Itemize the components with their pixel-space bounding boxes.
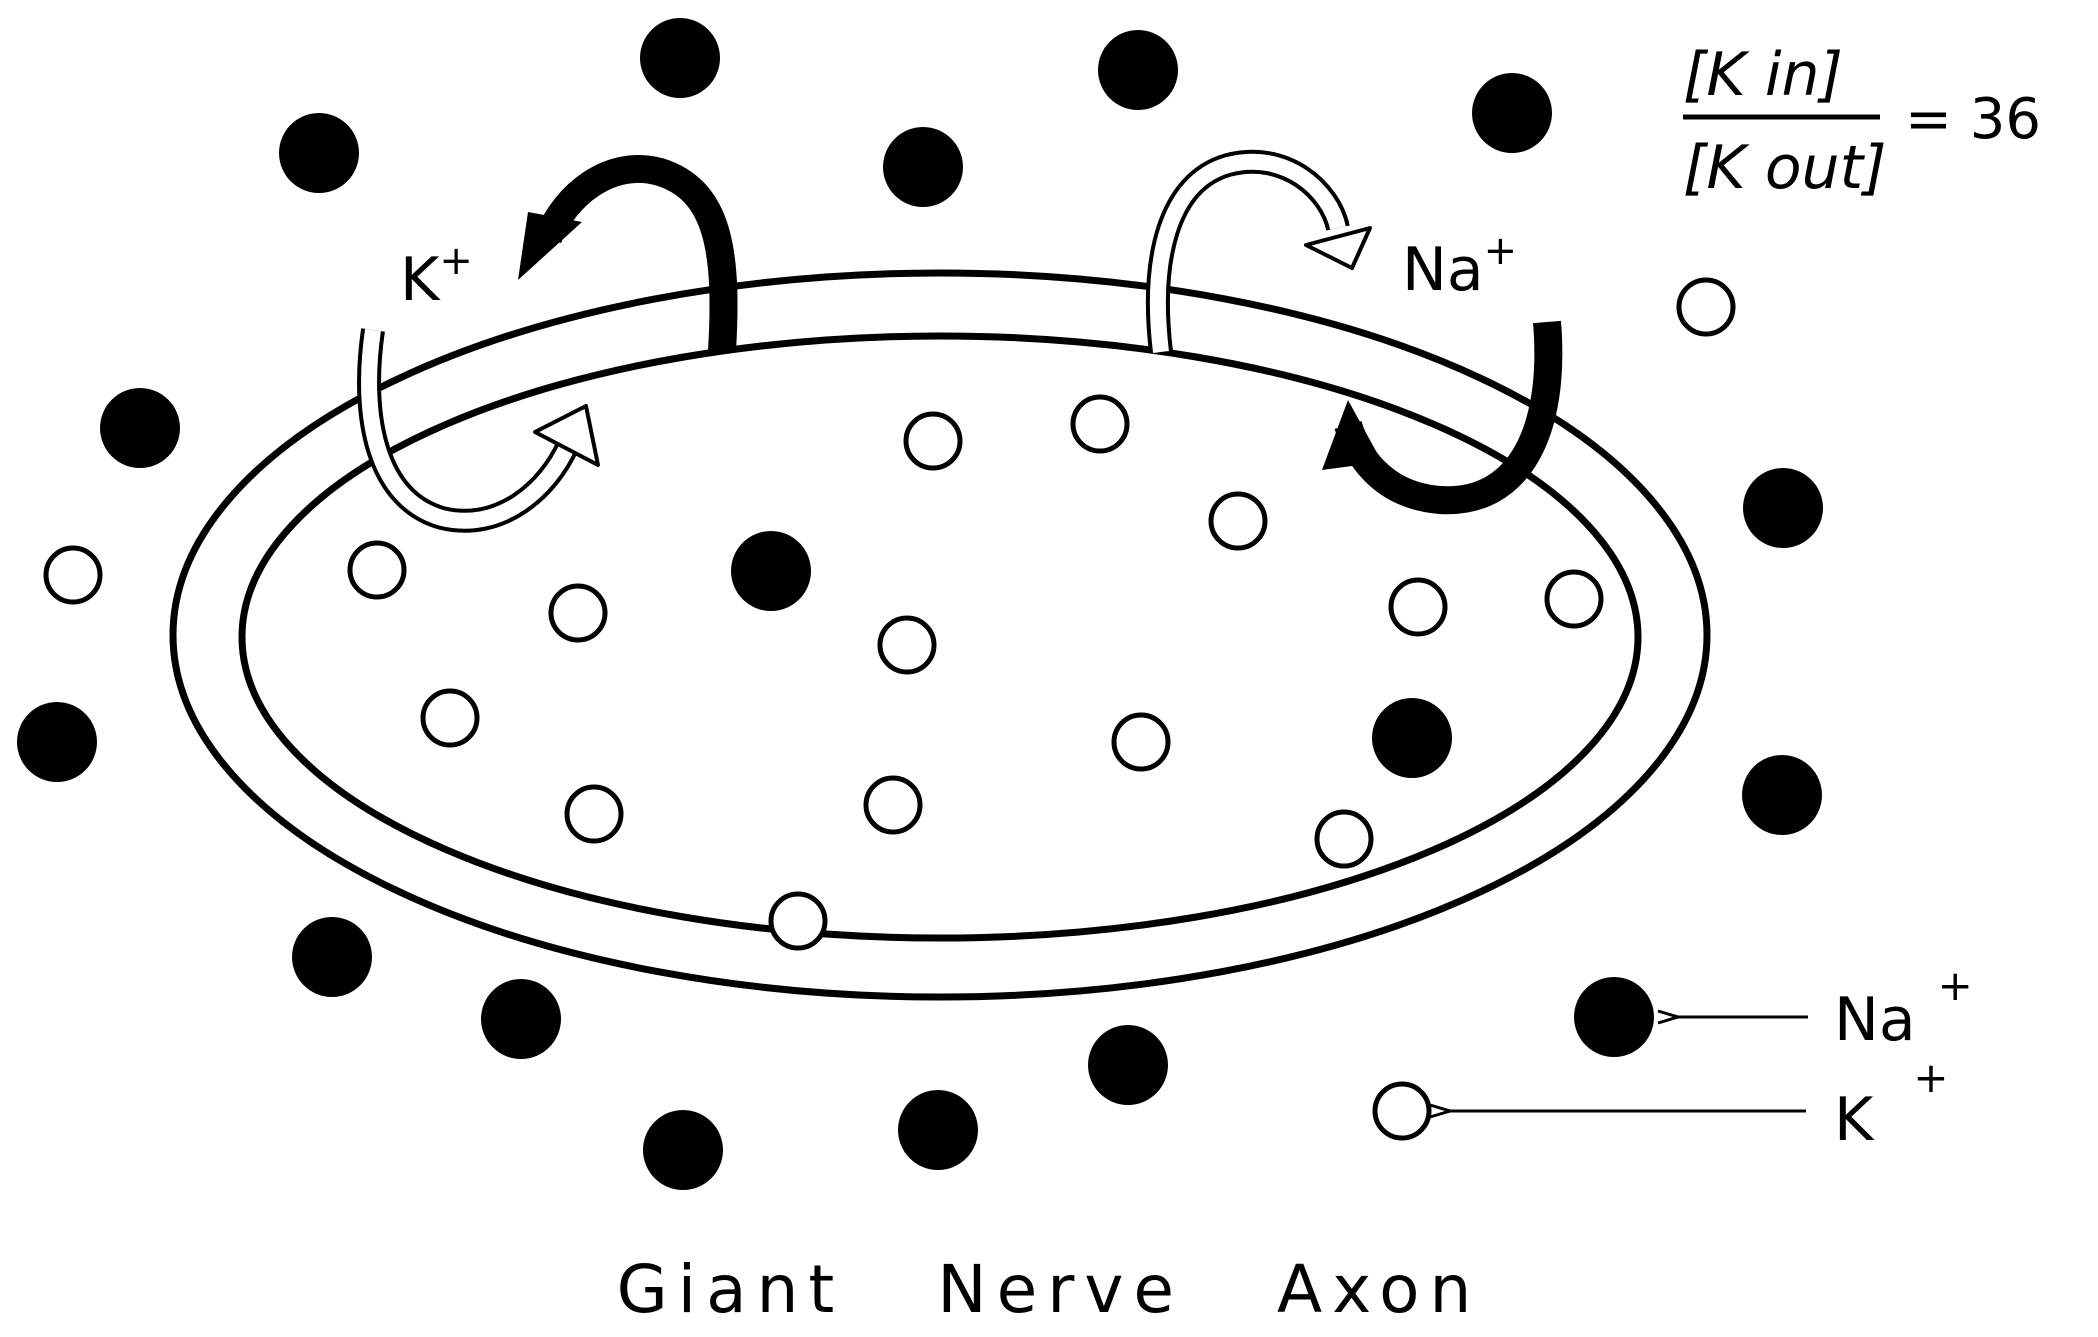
k-ion-inside bbox=[1317, 812, 1371, 866]
legend-k-symbol bbox=[1375, 1084, 1429, 1138]
na-ion-outside bbox=[481, 979, 561, 1059]
k-ion-outside bbox=[46, 548, 100, 602]
na-ion-outside bbox=[1088, 1025, 1168, 1105]
na-ion-outside bbox=[883, 127, 963, 207]
k-ion-inside bbox=[1211, 494, 1265, 548]
k-ion-inside bbox=[1391, 580, 1445, 634]
na-ion-outside bbox=[1098, 30, 1178, 110]
legend: Na+ K+ bbox=[1375, 961, 1973, 1155]
na-ion-outside bbox=[1472, 73, 1552, 153]
diagram-title: Giant Nerve Axon bbox=[617, 1251, 1482, 1328]
legend-k-label: K+ bbox=[1834, 1053, 1949, 1155]
concentration-ratio: [K in] [K out] = 36 bbox=[1683, 40, 2041, 203]
k-influx-arrow bbox=[369, 330, 598, 521]
axon-membrane bbox=[173, 273, 1707, 997]
k-ion-inside bbox=[423, 691, 477, 745]
k-ion-inside bbox=[350, 543, 404, 597]
na-ion-outside bbox=[100, 388, 180, 468]
na-ion-outside bbox=[1743, 468, 1823, 548]
na-ion-outside bbox=[898, 1090, 978, 1170]
na-ion-inside bbox=[731, 531, 811, 611]
na-pump-label: Na+ bbox=[1402, 228, 1517, 305]
ratio-numerator: [K in] bbox=[1683, 40, 1843, 110]
legend-na-label: Na+ bbox=[1834, 961, 1973, 1055]
na-ion-outside bbox=[640, 18, 720, 98]
na-ion-inside bbox=[1372, 698, 1452, 778]
na-ion-outside bbox=[643, 1110, 723, 1190]
k-ion-inside bbox=[1114, 715, 1168, 769]
k-ion-outside bbox=[1679, 280, 1733, 334]
k-pump-label: K+ bbox=[400, 238, 473, 315]
k-ion-inside bbox=[880, 618, 934, 672]
k-ion-inside bbox=[906, 414, 960, 468]
ratio-value: = 36 bbox=[1905, 87, 2041, 152]
k-ion-inside bbox=[567, 787, 621, 841]
ions bbox=[17, 18, 1823, 1190]
k-ion-inside bbox=[1073, 397, 1127, 451]
legend-na-symbol bbox=[1574, 977, 1654, 1057]
k-ion-inside bbox=[551, 586, 605, 640]
na-influx-arrow bbox=[1322, 322, 1548, 500]
na-ion-outside bbox=[279, 113, 359, 193]
ratio-denominator: [K out] bbox=[1683, 133, 1887, 203]
na-ion-outside bbox=[1742, 755, 1822, 835]
k-ion-inside bbox=[866, 778, 920, 832]
na-ion-outside bbox=[17, 702, 97, 782]
k-ion-inside bbox=[771, 894, 825, 948]
na-ion-outside bbox=[292, 917, 372, 997]
k-ion-inside bbox=[1547, 572, 1601, 626]
